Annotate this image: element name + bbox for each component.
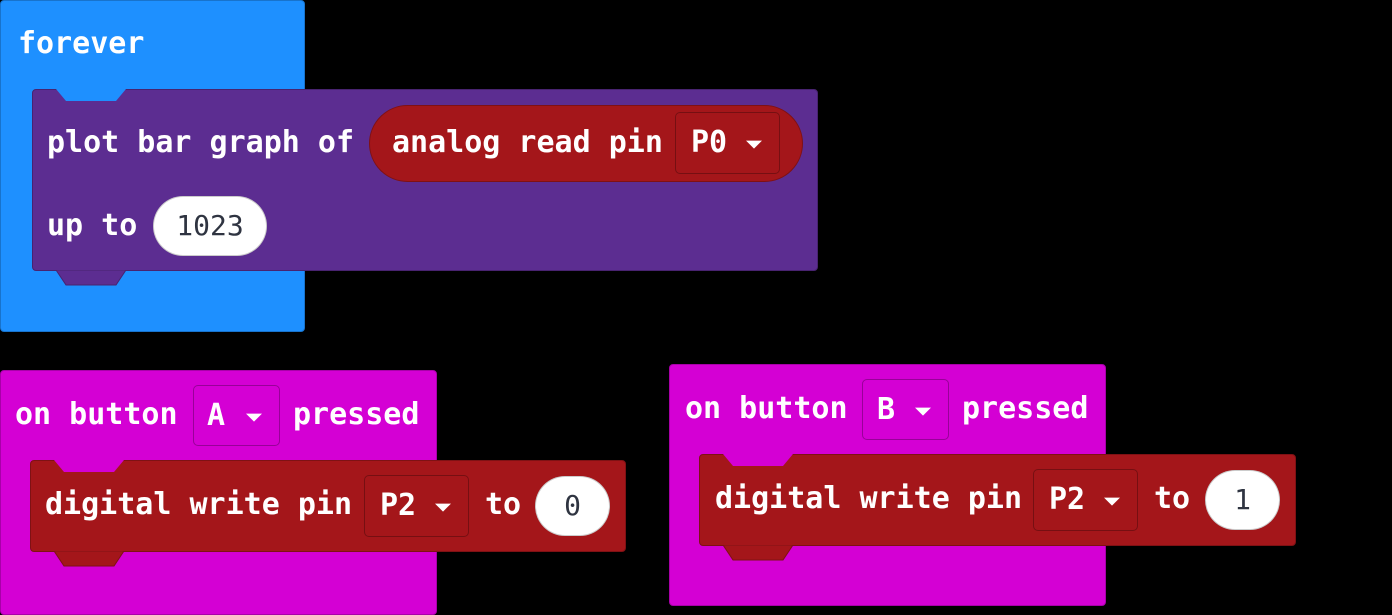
caret-down-icon — [246, 413, 262, 422]
up-to-label: up to — [47, 208, 138, 243]
bottom-notch-icon — [54, 551, 124, 567]
up-to-number-field[interactable]: 1023 — [153, 196, 267, 256]
caret-down-icon — [915, 407, 931, 416]
digital-write-pin-block[interactable] — [699, 454, 1296, 546]
top-notch-icon — [56, 89, 126, 101]
digital-write-pin-label: digital write pin — [715, 481, 1023, 516]
to-label: to — [1154, 481, 1191, 516]
bottom-notch-icon — [723, 545, 793, 561]
pressed-label: pressed — [293, 397, 420, 432]
on-button-label: on button — [685, 391, 848, 426]
on-button-label: on button — [15, 397, 178, 432]
value-number-field[interactable]: 1 — [1205, 470, 1280, 530]
up-to-number-value: 1023 — [176, 209, 244, 242]
button-dropdown-value: B — [877, 391, 896, 427]
value-number: 0 — [564, 489, 581, 522]
caret-down-icon — [1104, 497, 1120, 506]
pin-dropdown-value: P2 — [1049, 482, 1086, 517]
button-dropdown-b[interactable]: B — [862, 379, 949, 440]
forever-label: forever — [18, 26, 145, 61]
pin-dropdown-p2[interactable]: P2 — [1033, 469, 1138, 531]
value-number: 1 — [1234, 483, 1251, 516]
pin-dropdown-value: P0 — [691, 125, 728, 160]
plot-bar-graph-label: plot bar graph of — [47, 125, 355, 160]
pressed-label: pressed — [962, 391, 1089, 426]
to-label: to — [485, 487, 522, 522]
button-dropdown-value: A — [207, 397, 226, 433]
pin-dropdown-p0[interactable]: P0 — [675, 112, 780, 174]
value-number-field[interactable]: 0 — [535, 476, 610, 536]
pin-dropdown-value: P2 — [380, 488, 417, 523]
top-notch-icon — [54, 460, 124, 472]
top-notch-icon — [723, 454, 793, 466]
analog-read-pin-label: analog read pin — [392, 125, 663, 160]
button-dropdown-a[interactable]: A — [193, 385, 280, 446]
bottom-notch-icon — [56, 270, 126, 286]
digital-write-pin-block[interactable] — [30, 460, 626, 552]
pin-dropdown-p2[interactable]: P2 — [364, 475, 469, 537]
caret-down-icon — [435, 503, 451, 512]
digital-write-pin-label: digital write pin — [45, 487, 353, 522]
caret-down-icon — [746, 140, 762, 149]
